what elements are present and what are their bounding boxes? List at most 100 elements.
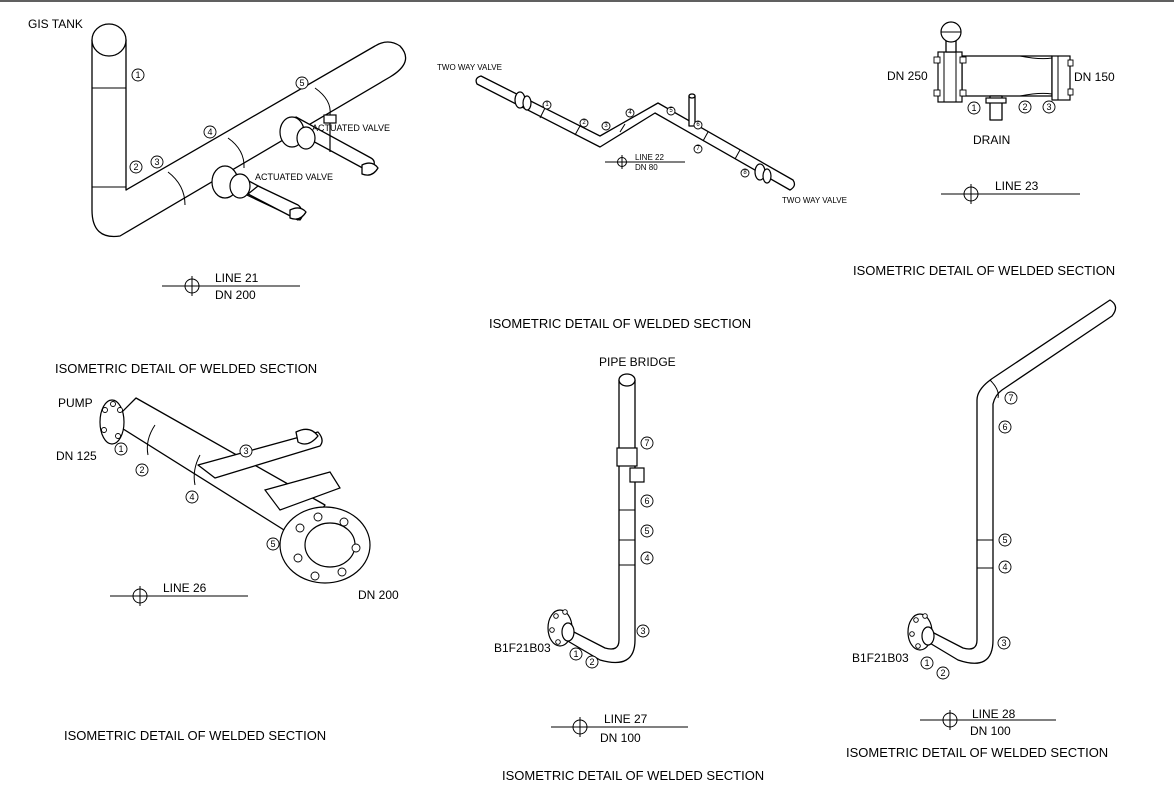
weld-number-marker (131, 68, 145, 82)
weld-number-marker (150, 155, 164, 169)
weld-joint (167, 171, 186, 206)
panel-line-22: TWO WAY VALVE TWO WAY VALVE 1 2 3 4 5 6 … (437, 63, 847, 331)
section-title: ISOMETRIC DETAIL OF WELDED SECTION (489, 316, 751, 331)
flange-bolt (922, 613, 928, 619)
flange-bolt (293, 553, 303, 563)
line-number: LINE 23 (995, 179, 1039, 193)
line-number: LINE 21 (215, 271, 259, 285)
weld-joint (734, 149, 741, 160)
pipe-run (565, 379, 636, 664)
weld-number-marker (693, 144, 703, 154)
panel-line-27: PIPE BRIDGE B1F21B03 1 2 3 4 5 6 7 LINE … (494, 355, 764, 783)
pipe-size: DN 100 (970, 724, 1011, 738)
weld-number: 3 (640, 626, 645, 636)
weld-number-marker (569, 647, 583, 661)
weld-number: 5 (270, 539, 275, 549)
valve-label: TWO WAY VALVE (782, 196, 847, 205)
weld-joint (989, 379, 999, 399)
pipe-break (295, 428, 319, 445)
weld-number: 1 (971, 103, 976, 113)
weld-number-marker (636, 624, 650, 638)
panel-line-21: GIS TANK ACTUATED VALVE ACTUATED VALVE 1… (28, 17, 407, 376)
left-flange (937, 51, 963, 103)
reducer-taper (1019, 55, 1053, 60)
weld-number-marker (693, 120, 703, 130)
weld-number: 7 (1008, 393, 1013, 403)
weld-number: 5 (669, 108, 673, 114)
flange-bolt (933, 89, 941, 97)
drain-label: DRAIN (973, 133, 1010, 147)
flange-bolt (913, 617, 919, 623)
drain-flange (985, 97, 1007, 104)
valve-label: ACTUATED VALVE (255, 172, 333, 182)
weld-number-marker (998, 420, 1012, 434)
branch-pipe (197, 431, 323, 479)
weld-number: 2 (1022, 102, 1027, 112)
dn-out-label: DN 200 (358, 588, 399, 602)
end-flange-bore (921, 626, 935, 646)
reducer-body (961, 55, 1053, 97)
pipe-size: DN 100 (600, 731, 641, 745)
weld-number: 1 (135, 70, 140, 80)
valve-label: ACTUATED VALVE (312, 123, 390, 133)
weld-number: 1 (545, 102, 549, 108)
pipe-break (361, 162, 379, 176)
weld-number: 4 (207, 127, 212, 137)
weld-number-marker (185, 490, 199, 504)
flange-bolt (102, 407, 108, 413)
weld-number-marker (1004, 391, 1018, 405)
weld-number-marker (295, 76, 309, 90)
flange-bolt (117, 407, 123, 413)
weld-number: 6 (1002, 422, 1007, 432)
weld-number-marker (640, 551, 654, 565)
weld-number: 7 (644, 438, 649, 448)
weld-number: 5 (299, 78, 304, 88)
flange-bolt (1067, 88, 1074, 96)
flange-bolt (295, 523, 305, 533)
weld-number: 1 (118, 444, 123, 454)
weld-number: 3 (1046, 102, 1051, 112)
valve-handwheel (323, 114, 337, 124)
weld-number-marker (114, 442, 128, 456)
weld-number: 4 (189, 492, 194, 502)
panel-line-28: B1F21B03 1 2 3 4 5 6 7 LINE 28 DN 100 IS… (846, 299, 1117, 760)
pipe-run (475, 75, 796, 191)
weld-number: 3 (1001, 638, 1006, 648)
pipe-size: DN 80 (635, 163, 658, 172)
weld-number-marker (1018, 100, 1032, 114)
flange-bolt (110, 401, 116, 407)
line-number: LINE 27 (604, 712, 648, 726)
pipe-top-cap (618, 373, 636, 387)
valve-label: TWO WAY VALVE (437, 63, 502, 72)
outlet-bore (304, 522, 356, 568)
weld-number-marker (203, 125, 217, 139)
weld-number: 2 (582, 120, 586, 126)
stub-cap (688, 93, 696, 99)
two-way-valve (762, 168, 772, 184)
flange-bolt (339, 517, 349, 527)
weld-number-marker (542, 100, 552, 110)
weld-number-marker (640, 524, 654, 538)
flange-bolt (555, 639, 561, 645)
weld-number: 2 (133, 162, 138, 172)
weld-number-marker (640, 436, 654, 450)
section-title: ISOMETRIC DETAIL OF WELDED SECTION (853, 263, 1115, 278)
line-number: LINE 22 (635, 153, 664, 162)
pipe-run (927, 299, 1117, 664)
end-flange-bore (561, 622, 575, 642)
weld-number-marker (640, 494, 654, 508)
pump-label: PUMP (58, 396, 93, 410)
weld-joint (574, 125, 581, 136)
valve-flange (296, 126, 316, 150)
line-number: LINE 26 (163, 581, 207, 595)
flange-bolt (101, 427, 107, 433)
weld-number-marker (1042, 100, 1056, 114)
weld-number: 1 (924, 658, 929, 668)
weld-number: 6 (644, 496, 649, 506)
weld-number-marker (585, 655, 599, 669)
panel-line-23: DN 250 DN 150 DRAIN 1 2 3 LINE 23 ISOMET… (853, 21, 1115, 278)
weld-number: 6 (696, 122, 700, 128)
equipment-tag: B1F21B03 (494, 641, 551, 655)
weld-number-marker (967, 101, 981, 115)
weld-number: 2 (589, 657, 594, 667)
